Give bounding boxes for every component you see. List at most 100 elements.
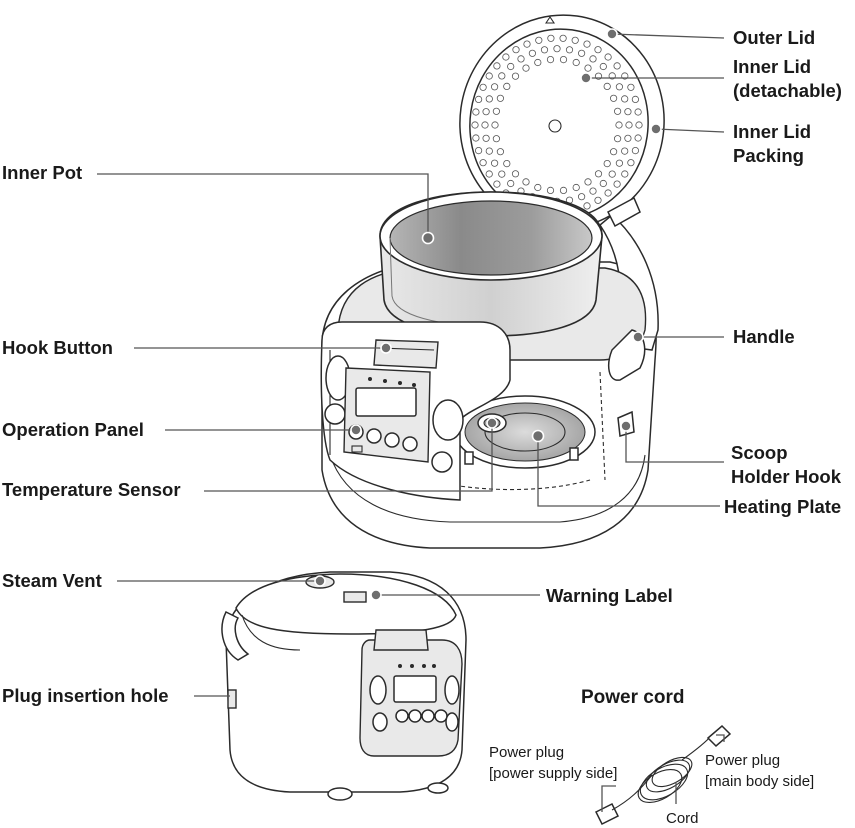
perforation-hole bbox=[621, 95, 629, 103]
perforation-hole bbox=[471, 121, 479, 129]
perforation-hole bbox=[517, 55, 525, 63]
label-cord: Cord bbox=[666, 810, 699, 827]
perforation-hole bbox=[534, 183, 542, 192]
label-steam-vent: Steam Vent bbox=[2, 570, 102, 591]
inner-lid-perforations bbox=[471, 34, 643, 216]
label-outer-lid: Outer Lid bbox=[733, 27, 815, 48]
label-power-plug-body-line1: Power plug bbox=[705, 752, 780, 769]
perforation-hole bbox=[608, 170, 616, 178]
perforation-hole bbox=[603, 160, 611, 168]
perforation-hole bbox=[528, 49, 537, 57]
perforation-hole bbox=[496, 148, 504, 156]
perforation-hole bbox=[498, 170, 506, 178]
perforation-hole bbox=[553, 45, 561, 53]
perforation-hole bbox=[485, 72, 493, 80]
perforation-hole bbox=[559, 186, 568, 194]
perforation-hole bbox=[492, 107, 500, 115]
perforation-hole bbox=[577, 193, 586, 201]
perforation-hole bbox=[621, 147, 629, 155]
perforation-hole bbox=[621, 170, 629, 178]
perforation-hole bbox=[604, 189, 612, 197]
perforation-hole bbox=[584, 64, 592, 72]
perforation-hole bbox=[577, 49, 586, 57]
perforation-hole bbox=[522, 64, 530, 72]
label-hook-button: Hook Button bbox=[2, 337, 113, 358]
perforation-hole bbox=[572, 183, 580, 192]
label-power-plug-supply-line2: [power supply side] bbox=[489, 765, 617, 782]
perforation-hole bbox=[540, 46, 549, 54]
perforation-hole bbox=[482, 134, 490, 142]
perforation-hole bbox=[547, 34, 555, 42]
perforation-hole bbox=[634, 108, 642, 116]
perforation-hole bbox=[535, 36, 543, 44]
label-heating-plate: Heating Plate bbox=[724, 496, 841, 517]
perforation-hole bbox=[503, 82, 511, 91]
label-power-plug-supply-line1: Power plug bbox=[489, 744, 564, 761]
leader-dots bbox=[314, 28, 662, 601]
perforation-hole bbox=[604, 53, 612, 61]
perforation-hole bbox=[594, 46, 602, 54]
perforation-hole bbox=[498, 72, 506, 80]
perforation-hole bbox=[479, 159, 487, 167]
part-labels: Outer Lid Inner Lid (detachable) Inner L… bbox=[2, 27, 842, 827]
perforation-hole bbox=[609, 148, 618, 156]
perforation-hole bbox=[493, 180, 501, 188]
perforation-hole bbox=[507, 179, 515, 188]
perforation-hole bbox=[572, 58, 580, 67]
perforation-hole bbox=[485, 170, 493, 178]
perforation-hole bbox=[485, 147, 493, 155]
power-cord-illustration bbox=[594, 724, 732, 826]
perforation-hole bbox=[603, 82, 611, 91]
perforation-hole bbox=[613, 135, 622, 143]
perforation-hole bbox=[609, 94, 618, 102]
perforation-hole bbox=[511, 72, 520, 80]
perforation-hole bbox=[613, 180, 621, 188]
perforation-hole bbox=[546, 55, 555, 64]
label-warning-label: Warning Label bbox=[546, 585, 673, 606]
label-inner-lid-detachable: (detachable) bbox=[733, 80, 842, 101]
open-rice-cooker-illustration bbox=[320, 14, 665, 549]
perforation-hole bbox=[522, 178, 530, 186]
perforation-hole bbox=[472, 108, 480, 116]
perforation-hole bbox=[559, 55, 568, 64]
perforation-hole bbox=[631, 95, 640, 104]
perforation-hole bbox=[589, 187, 597, 195]
label-handle: Handle bbox=[733, 326, 795, 347]
perforation-hole bbox=[491, 121, 499, 129]
perforation-hole bbox=[474, 147, 483, 155]
perforation-hole bbox=[583, 40, 591, 48]
label-inner-lid-packing-line1: Inner Lid bbox=[733, 121, 811, 142]
perforation-hole bbox=[589, 55, 597, 63]
perforation-hole bbox=[635, 121, 643, 129]
perforation-hole bbox=[594, 196, 602, 204]
perforation-hole bbox=[490, 83, 499, 91]
perforation-hole bbox=[627, 159, 635, 167]
perforation-hole bbox=[571, 36, 579, 44]
perforation-hole bbox=[496, 94, 504, 102]
leader-lines bbox=[97, 33, 725, 812]
perforation-hole bbox=[485, 95, 493, 103]
label-scoop-holder-hook-line1: Scoop bbox=[731, 442, 788, 463]
perforation-hole bbox=[512, 46, 520, 54]
perforation-hole bbox=[479, 83, 487, 91]
perforation-hole bbox=[511, 170, 520, 178]
perforation-hole bbox=[507, 62, 515, 71]
perforation-hole bbox=[472, 134, 480, 142]
perforation-hole bbox=[492, 135, 500, 143]
perforation-hole bbox=[599, 179, 607, 188]
perforation-hole bbox=[583, 202, 591, 210]
label-inner-pot: Inner Pot bbox=[2, 162, 82, 183]
perforation-hole bbox=[615, 83, 624, 91]
perforation-hole bbox=[624, 108, 632, 116]
perforation-hole bbox=[631, 147, 640, 155]
perforation-hole bbox=[474, 95, 483, 104]
perforation-hole bbox=[634, 134, 642, 142]
perforation-hole bbox=[615, 159, 624, 167]
label-power-plug-body-line2: [main body side] bbox=[705, 773, 814, 790]
perforation-hole bbox=[502, 53, 510, 61]
perforation-hole bbox=[559, 34, 567, 42]
perforation-hole bbox=[503, 160, 511, 168]
perforation-hole bbox=[534, 58, 542, 67]
perforation-hole bbox=[615, 121, 623, 129]
